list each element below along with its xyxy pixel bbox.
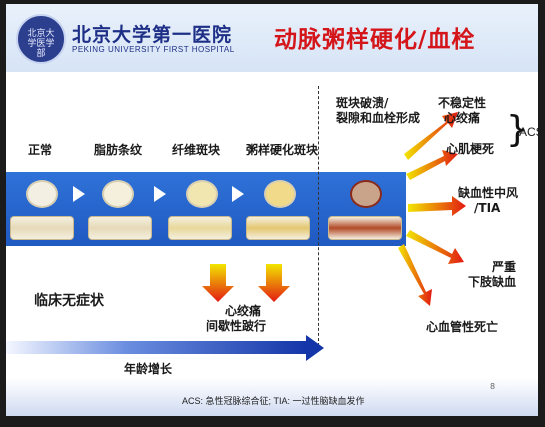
stage-label-rupture: 斑块破溃/ 裂隙和血栓形成 xyxy=(336,96,421,125)
fan-arrow-5 xyxy=(398,244,432,306)
cross-section-atheroma xyxy=(264,180,296,208)
progress-arrow xyxy=(154,186,166,202)
outcome-line: 不稳定性 xyxy=(438,96,487,110)
stage-label-fibrous-plaque: 纤维斑块 xyxy=(172,143,221,157)
cross-section-fibrous-plaque xyxy=(186,180,218,208)
outcome-cv-death: 心血管性死亡 xyxy=(426,320,499,334)
chronic-outcome: 心绞痛 间歇性跛行 xyxy=(206,304,266,334)
outcome-line: 缺血性中风 xyxy=(458,186,519,200)
arrows-layer xyxy=(202,112,466,306)
outcome-unstable-angina: 不稳定性 心绞痛 xyxy=(438,96,486,126)
fan-arrow-3 xyxy=(408,196,466,216)
long-section-atheroma xyxy=(246,216,310,240)
brace-symbol: } xyxy=(506,109,529,150)
cross-section-rupture xyxy=(350,180,382,208)
divider-line xyxy=(318,86,319,346)
down-arrow-2 xyxy=(258,264,290,302)
long-section-normal xyxy=(10,216,74,240)
stage-label-normal: 正常 xyxy=(28,143,53,157)
hospital-name-en: PEKING UNIVERSITY FIRST HOSPITAL xyxy=(72,45,235,54)
page-number: 8 xyxy=(490,382,496,391)
down-arrow-1 xyxy=(202,264,234,302)
outcome-stroke: 缺血性中风 /TIA xyxy=(458,186,518,216)
cross-section-fatty-streak xyxy=(102,180,134,208)
long-section-rupture xyxy=(328,216,402,240)
hospital-logo: 北京大学医学部 xyxy=(16,14,66,64)
outcome-mi: 心肌梗死 xyxy=(446,142,495,156)
fan-arrow-2 xyxy=(406,150,458,180)
asymptomatic-label: 临床无症状 xyxy=(34,293,104,309)
outcome-line: 严重 xyxy=(492,260,517,274)
long-section-fibrous-plaque xyxy=(168,216,232,240)
acs-label: ACS xyxy=(519,125,538,139)
outcome-limb-ischemia: 严重 下肢缺血 xyxy=(468,260,516,290)
long-section-fatty-streak xyxy=(88,216,152,240)
slide-title: 动脉粥样硬化/血栓 xyxy=(274,27,476,53)
bottom-bar xyxy=(6,378,538,416)
fan-arrow-1 xyxy=(404,112,458,160)
outcome-line: 心绞痛 xyxy=(444,111,481,125)
stage-label-fatty-streak: 脂肪条纹 xyxy=(94,143,143,157)
progress-arrow xyxy=(232,186,244,202)
slide-header: 北京大学医学部 北京大学第一医院 PEKING UNIVERSITY FIRST… xyxy=(6,4,538,72)
age-label: 年龄增长 xyxy=(124,362,173,376)
stage-label-atheroma: 粥样硬化斑块 xyxy=(246,143,319,157)
slide: 北京大学医学部 北京大学第一医院 PEKING UNIVERSITY FIRST… xyxy=(6,4,538,416)
cross-section-normal xyxy=(26,180,58,208)
progress-arrow xyxy=(73,186,85,202)
stage-band xyxy=(6,172,406,246)
outcome-line: /TIA xyxy=(474,201,501,215)
chronic-line: 间歇性跛行 xyxy=(206,319,267,333)
chronic-line: 心绞痛 xyxy=(225,304,262,318)
age-bar xyxy=(6,341,306,354)
fan-arrow-4 xyxy=(406,230,464,264)
hospital-name-cn: 北京大学第一医院 xyxy=(72,24,233,46)
outcome-line: 下肢缺血 xyxy=(468,275,517,289)
age-arrow-head xyxy=(306,335,324,361)
logo-text: 北京大学医学部 xyxy=(27,29,55,59)
footnote: ACS: 急性冠脉综合征; TIA: 一过性脑缺血发作 xyxy=(182,396,365,406)
